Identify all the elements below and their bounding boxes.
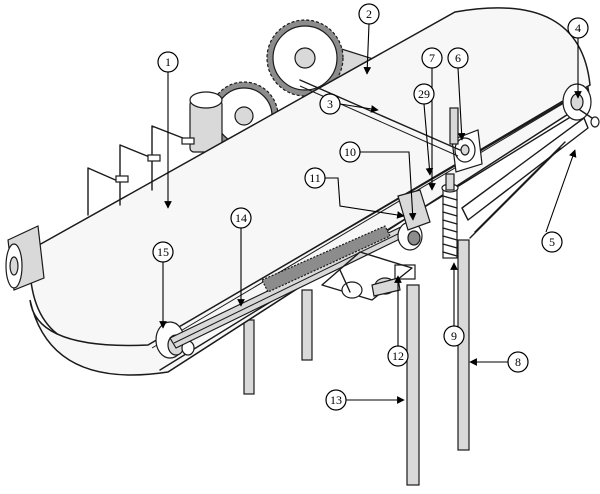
callout-5: 5 — [541, 231, 563, 253]
callout-14: 14 — [230, 207, 252, 229]
rack-mechanism — [261, 225, 413, 301]
svg-text:15: 15 — [157, 245, 169, 259]
callout-7: 7 — [421, 47, 443, 69]
svg-text:8: 8 — [515, 355, 521, 369]
motor-housing — [189, 91, 223, 153]
svg-text:12: 12 — [392, 349, 404, 363]
callout-9: 9 — [443, 325, 465, 347]
spring-assembly — [441, 173, 459, 259]
svg-text:3: 3 — [327, 97, 333, 111]
svg-text:5: 5 — [549, 235, 555, 249]
sprocket-gears — [209, 19, 344, 151]
callout-11: 11 — [304, 167, 326, 189]
callout-13: 13 — [325, 389, 347, 411]
callout-10: 10 — [339, 141, 361, 163]
callout-6: 6 — [447, 47, 469, 69]
cam-assembly — [397, 189, 431, 251]
svg-text:13: 13 — [330, 393, 342, 407]
svg-text:9: 9 — [451, 329, 457, 343]
front-motor — [5, 225, 45, 291]
svg-text:7: 7 — [429, 51, 435, 65]
support-legs — [243, 239, 470, 486]
callout-3: 3 — [319, 93, 341, 115]
svg-text:14: 14 — [235, 211, 247, 225]
callout-leaders — [159, 23, 582, 404]
callout-4: 4 — [567, 17, 589, 39]
callout-8: 8 — [507, 351, 529, 373]
callout-1: 1 — [157, 51, 179, 73]
callout-2: 2 — [358, 3, 380, 25]
guide-wires — [87, 125, 195, 216]
svg-text:6: 6 — [455, 51, 461, 65]
svg-text:11: 11 — [309, 171, 321, 185]
callout-15: 15 — [152, 241, 174, 263]
svg-text:29: 29 — [418, 87, 430, 101]
callout-12: 12 — [387, 345, 409, 367]
svg-text:10: 10 — [344, 145, 356, 159]
svg-text:4: 4 — [575, 21, 581, 35]
svg-text:2: 2 — [366, 7, 372, 21]
svg-text:1: 1 — [165, 55, 171, 69]
callout-29: 29 — [413, 83, 435, 105]
